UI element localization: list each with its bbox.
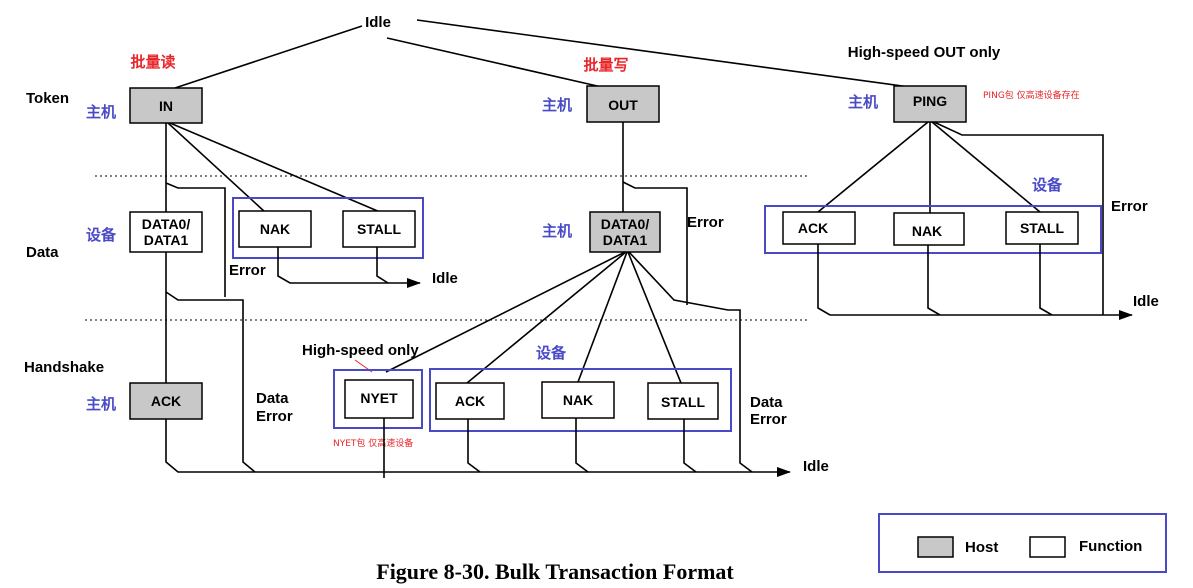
nak-to-idle-line [927,245,941,316]
data1-text: DATA1 [144,232,189,248]
data0-text: DATA0/ [142,216,191,232]
ack-box [782,211,856,245]
data-to-nyet-line [385,251,626,373]
nyet-box [344,379,414,419]
stall-text: STALL [1020,220,1065,236]
nak-stall-to-idle-arrow [277,247,421,288]
data-to-nak-line [577,251,628,383]
stall-box [1005,211,1079,245]
idle-label: Idle [432,270,458,287]
data-to-ack-line [466,251,627,384]
ping-note: PING包 仅高速设备存在 [983,89,1080,101]
idle-top-label: Idle [365,14,391,31]
host-role-label: 主机 [542,96,572,114]
nyet-group [333,369,423,429]
ping-error-line [933,121,1104,315]
device-role-label: 设备 [536,344,567,362]
in-token-text: IN [159,98,173,114]
data-box [129,211,203,253]
error-label: Error [229,262,266,279]
figure-caption: Figure 8-30. Bulk Transaction Format [376,559,734,584]
ack-text: ACK [798,220,828,236]
in-token-box [129,87,203,124]
data0-text: DATA0/ [601,216,650,232]
token-phase-label: Token [26,90,69,107]
host-role-label: 主机 [86,103,116,121]
legend-host-swatch [917,536,954,558]
nak-box [893,212,965,246]
nyet-text: NYET [360,390,398,406]
idle-label: Idle [803,458,829,475]
ping-token-box [893,85,967,123]
data-error-label-line2: Error [750,411,787,428]
stall-box [342,210,416,248]
stall-text: STALL [357,221,402,237]
error-label: Error [687,214,724,231]
out-error-line [622,181,688,305]
ack-text: ACK [455,393,485,409]
handshake-to-idle-arrow [165,419,791,477]
legend-function-swatch [1029,536,1066,558]
handshake-phase-label: Handshake [24,359,104,376]
idle-label: Idle [1133,293,1159,310]
bulk-read-label: 批量读 [130,53,175,71]
idle-to-ping-line [416,19,918,89]
ack-host-box [129,382,203,420]
legend-box [878,513,1167,573]
stall-box [647,382,719,420]
device-response-group [429,368,732,432]
ack-to-idle-line [467,419,481,473]
device-response-group [764,205,1102,254]
bulk-write-label: 批量写 [583,56,628,74]
ping-token-text: PING [913,93,947,109]
error-label: Error [1111,198,1148,215]
out-token-box [586,85,660,123]
data-error-label-line1: Data [256,390,289,407]
idle-to-in-line [174,25,363,89]
data-to-stall-line [627,251,682,384]
nak-text: NAK [260,221,290,237]
nyet-note: NYET包 仅高速设备 [333,437,413,449]
legend-function-label: Function [1079,538,1142,555]
in-error-line [165,182,226,297]
ping-to-ack-line [817,121,929,213]
nak-text: NAK [563,392,593,408]
legend-host-label: Host [965,539,998,556]
nak-text: NAK [912,223,942,239]
ack-box [435,382,505,420]
high-speed-out-only-label: High-speed OUT only [848,44,1001,61]
data-error-line [165,291,256,473]
nak-box [541,381,615,419]
data1-text: DATA1 [603,232,648,248]
ping-response-to-idle-arrow [817,244,1133,320]
stall-to-idle-line [376,247,389,284]
device-role-label: 设备 [1032,176,1063,194]
stall-text: STALL [661,394,706,410]
stall-to-idle-line [1039,244,1053,316]
device-role-label: 设备 [86,226,117,244]
stall-to-idle-line [683,419,697,473]
out-token-text: OUT [608,97,638,113]
ack-text: ACK [151,393,181,409]
host-role-label: 主机 [542,222,572,240]
host-role-label: 主机 [848,93,878,111]
nak-box [238,210,312,248]
host-role-label: 主机 [86,395,116,413]
data-error-label-line1: Data [750,394,783,411]
data-host-box [589,211,661,253]
idle-to-out-line [386,37,607,89]
data-error-label-line2: Error [256,408,293,425]
out-data-error-line [628,251,753,473]
data-phase-label: Data [26,244,59,261]
high-speed-only-label: High-speed only [302,342,419,359]
ping-to-stall-line [931,121,1041,213]
device-response-group [232,197,424,259]
nak-to-idle-line [575,418,589,473]
